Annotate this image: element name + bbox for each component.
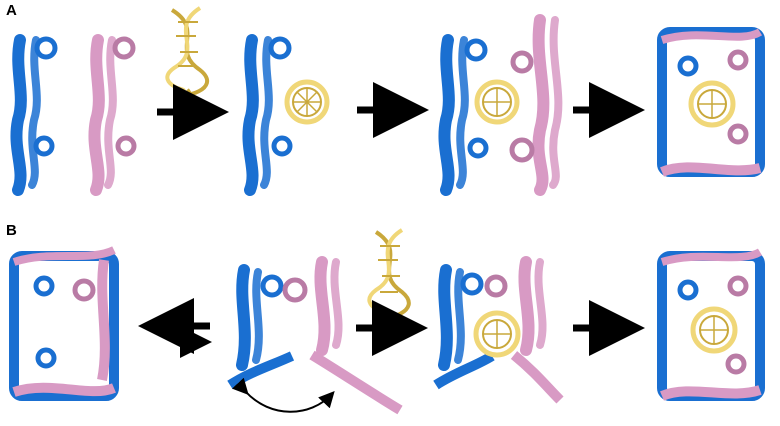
panel-b-closed-dimer [14, 250, 114, 396]
panel-b-closed-dimer-dna [662, 252, 760, 396]
hinge-motion-arrow-icon [246, 392, 332, 412]
dna-double-helix-icon [167, 8, 207, 94]
panel-b-open-dimer-dna [436, 262, 560, 400]
panel-a-blue-monomer [16, 39, 55, 190]
dna-double-helix-icon [369, 230, 409, 317]
panel-b-open-dimer [230, 262, 400, 410]
dna-end-view-icon [287, 82, 327, 122]
panel-a-pink-monomer [94, 39, 134, 190]
equilibrium-arrow-icon [152, 326, 210, 342]
panel-a-closed-dimer [662, 32, 760, 172]
panel-a-step3-complex [444, 20, 558, 190]
panel-a-step2-blue [248, 39, 290, 190]
